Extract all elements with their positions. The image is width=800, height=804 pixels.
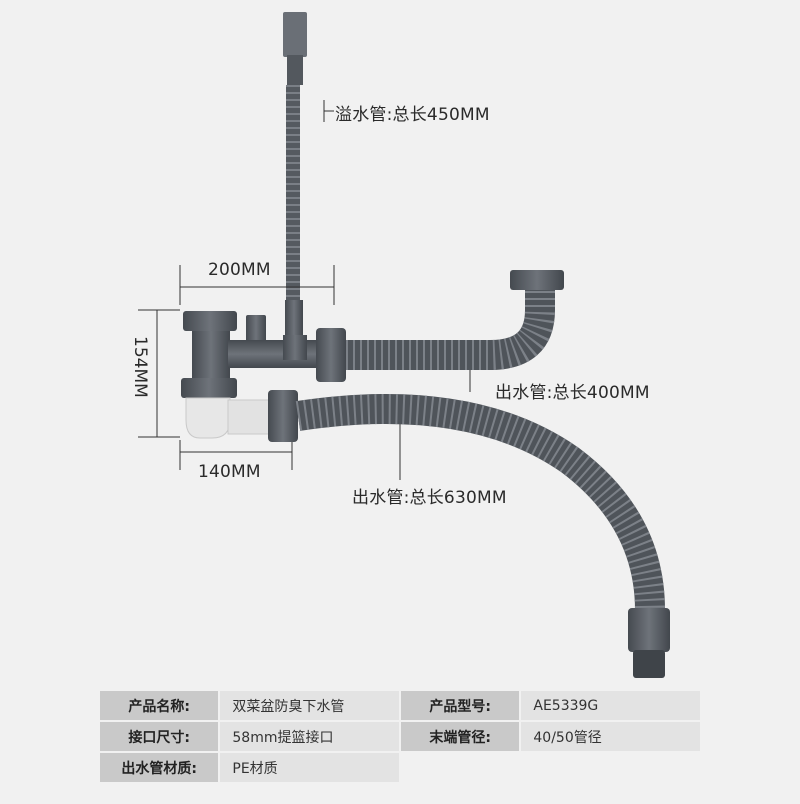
outlet-400-label: 出水管:总长400MM [495,383,650,403]
trap-body [181,311,346,398]
empty-cell [521,753,700,782]
spec-key: 产品名称: [100,691,219,720]
spec-value: PE材质 [220,753,399,782]
spec-value: 40/50管径 [521,722,700,751]
spec-key: 产品型号: [400,691,520,720]
spec-value: 双菜盆防臭下水管 [220,691,399,720]
table-row: 产品名称: 双菜盆防臭下水管 产品型号: AE5339G [100,691,700,720]
empty-cell [401,753,519,782]
spec-value: 58mm提篮接口 [220,722,399,751]
spec-key: 出水管材质: [100,753,219,782]
spec-table: 产品名称: 双菜盆防臭下水管 产品型号: AE5339G 接口尺寸: 58mm提… [98,689,702,784]
spec-key: 末端管径: [400,722,520,751]
dimension-lines [138,100,471,480]
overflow-pipe-label: 溢水管:总长450MM [335,105,490,125]
spec-key: 接口尺寸: [100,722,219,751]
table-row: 出水管材质: PE材质 [100,753,700,782]
overflow-pipe [283,12,307,342]
outlet-pipe-400 [346,270,564,370]
outlet-pipe-630 [295,393,670,678]
white-elbow [185,390,298,442]
spec-value: AE5339G [521,691,700,720]
table-row: 接口尺寸: 58mm提篮接口 末端管径: 40/50管径 [100,722,700,751]
height-154-label: 154MM [130,336,150,398]
width-200-label: 200MM [208,260,271,280]
width-140-label: 140MM [198,462,261,482]
outlet-630-label: 出水管:总长630MM [352,488,507,508]
